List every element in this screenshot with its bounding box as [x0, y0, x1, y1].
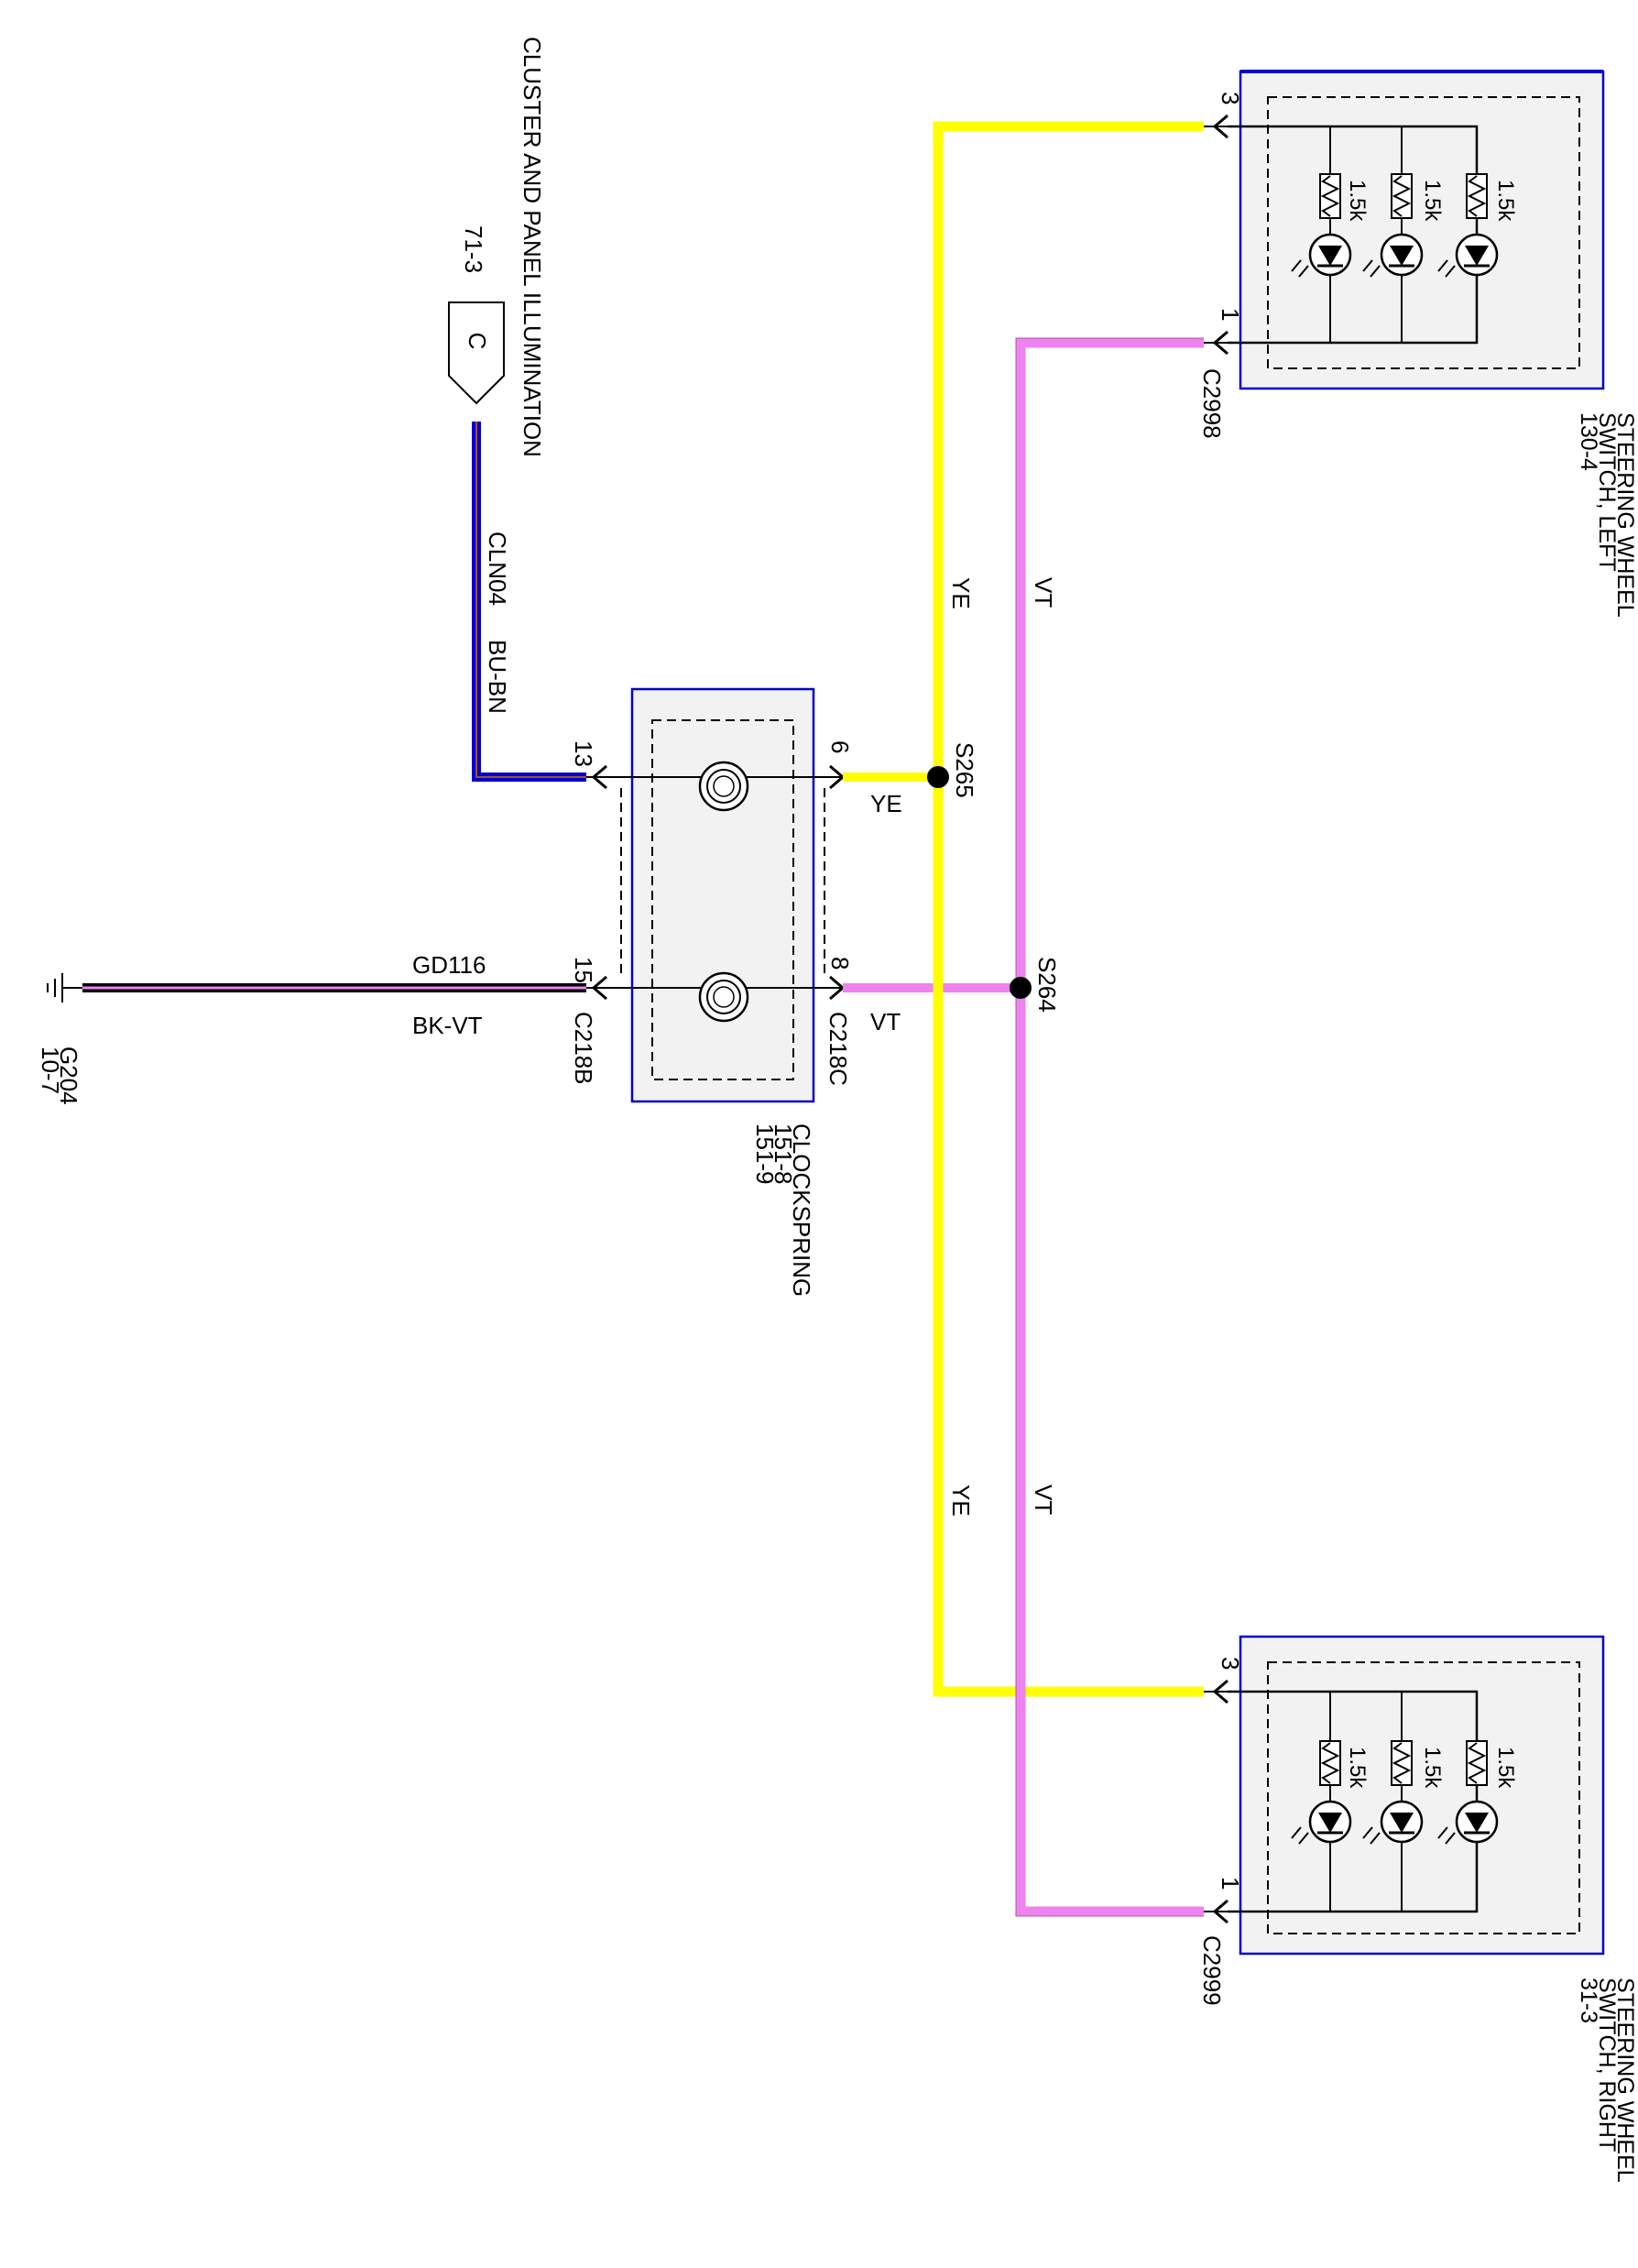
switch-right-pin-1: 1 [1217, 1877, 1244, 1890]
switch-left-pin-1: 1 [1217, 308, 1244, 321]
ground-name: G204 [55, 1046, 82, 1105]
switch-right-pin-3: 3 [1217, 1657, 1244, 1670]
ground-g204: G204 10-7 [37, 973, 586, 1105]
splice-s264-label: S264 [1033, 957, 1061, 1013]
cluster-ref: 71-3 [460, 225, 487, 273]
clockspring-coil-bottom [698, 971, 749, 1023]
switch-right-ref: 31-3 [1576, 1978, 1601, 2023]
bus-label-vt-lower: VT [1030, 1485, 1057, 1515]
switch-right: 1.5k 1.5k 1.5k 3 1 C2999 STEERING WHEEL … [1198, 1635, 1638, 2183]
bus-label-ye-upper: YE [947, 577, 975, 609]
switch-left-pin-3: 3 [1217, 92, 1244, 104]
switch-left-res-1: 1.5k [1345, 180, 1370, 222]
switch-left-title-2: SWITCH, LEFT [1594, 412, 1620, 572]
switch-right-res-3: 1.5k [1493, 1747, 1518, 1789]
wire-cln04-circuit: CLN04 [484, 531, 511, 606]
clockspring-pin-13: 13 [570, 740, 597, 767]
wire-gd116-circuit: GD116 [412, 951, 486, 979]
cluster-connector-letter: C [464, 333, 491, 350]
switch-right-res-1: 1.5k [1345, 1747, 1370, 1789]
cluster-illumination-connector: C CLUSTER AND PANEL ILLUMINATION 71-3 [448, 37, 546, 457]
switch-left-ref: 130-4 [1576, 412, 1601, 471]
wire-gd116-color: BK-VT [412, 1012, 483, 1039]
switch-left-res-3: 1.5k [1493, 180, 1518, 222]
wire-ye-stub-label: YE [870, 790, 902, 817]
switch-right-title-1: STEERING WHEEL [1612, 1978, 1638, 2183]
switch-left-res-2: 1.5k [1420, 180, 1445, 222]
clockspring: 13 15 6 8 C218B C218C CLOCKSPRING 151-8 … [570, 687, 854, 1297]
clockspring-connector-c: C218C [824, 1012, 852, 1086]
clockspring-pin-15: 15 [570, 957, 597, 983]
wire-ye-bus [933, 121, 1204, 1697]
clockspring-title: CLOCKSPRING [788, 1123, 815, 1297]
switch-left-title-1: STEERING WHEEL [1612, 412, 1638, 618]
bus-label-ye-lower: YE [947, 1485, 975, 1517]
clockspring-connector-b: C218B [570, 1012, 597, 1085]
switch-right-connector: C2999 [1198, 1935, 1226, 2006]
wire-cln04-color: BU-BN [484, 640, 511, 714]
ground-ref: 10-7 [37, 1046, 64, 1094]
clockspring-ref1: 151-8 [770, 1123, 797, 1185]
clockspring-pin-8: 8 [826, 957, 854, 970]
switch-left: 1.5k 1.5k 1.5k 3 1 C2998 STEERING WHEEL … [1198, 70, 1638, 618]
wire-vt-bus [1015, 337, 1204, 1917]
clockspring-ref2: 151-9 [751, 1123, 779, 1185]
wire-vt-stub-label: VT [870, 1008, 901, 1035]
switch-right-res-2: 1.5k [1420, 1747, 1445, 1789]
wire-cln04: CLN04 BU-BN [472, 422, 586, 782]
splice-s264: S264 [1010, 957, 1061, 1013]
switch-right-title-2: SWITCH, RIGHT [1594, 1978, 1620, 2152]
clockspring-coil-top [698, 761, 749, 812]
splice-s265-label: S265 [951, 742, 978, 798]
bus-label-vt-upper: VT [1030, 577, 1057, 608]
splice-s265: S265 [927, 742, 978, 798]
switch-left-connector: C2998 [1198, 368, 1226, 439]
clockspring-pin-6: 6 [826, 740, 854, 753]
cluster-title: CLUSTER AND PANEL ILLUMINATION [519, 37, 546, 457]
